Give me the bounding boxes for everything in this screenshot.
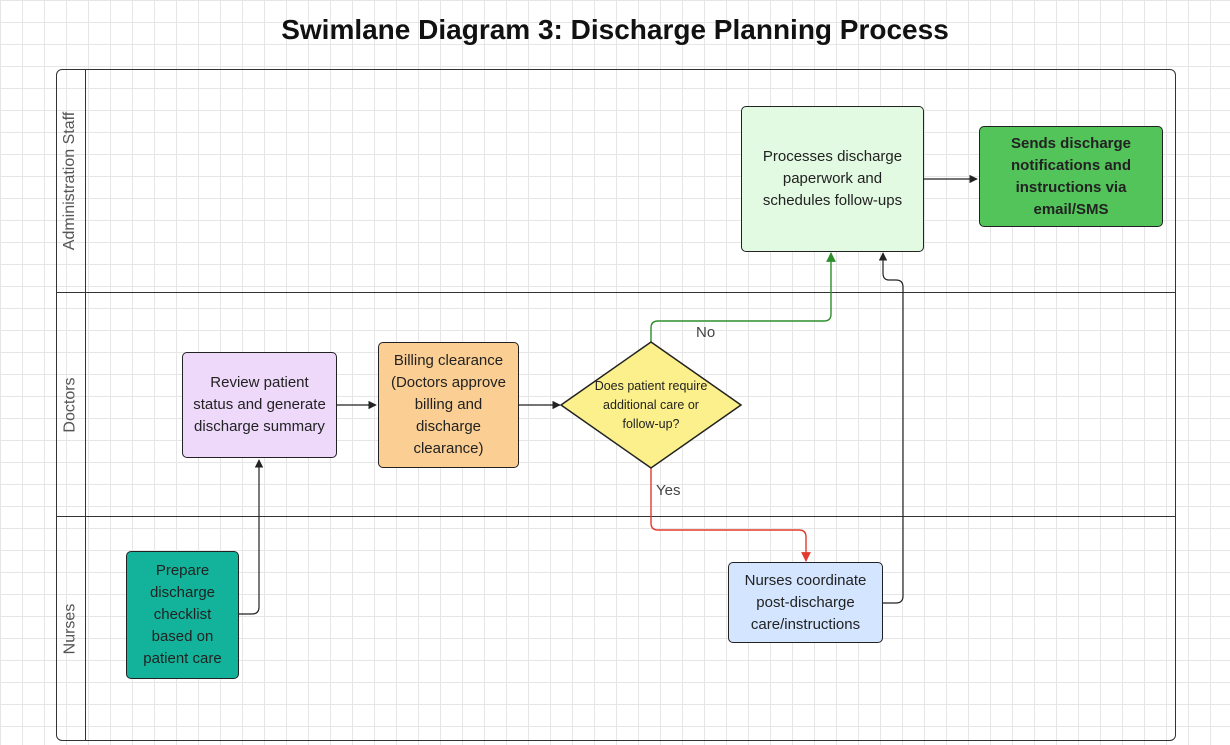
node-processes-paperwork-text: Processes discharge paperwork and schedu…	[762, 148, 903, 209]
node-billing-clearance-text: Billing clearance (Doctors approve billi…	[390, 352, 507, 457]
node-prepare-checklist-text: Prepare discharge checklist based on pat…	[143, 562, 222, 667]
node-nurses-coordinate-text: Nurses coordinate post-discharge care/in…	[744, 571, 867, 633]
edge-label-yes: Yes	[656, 482, 681, 499]
edge-prepare-to-review	[238, 459, 264, 615]
node-nurses-coordinate: Nurses coordinate post-discharge care/in…	[728, 562, 883, 643]
lane-divider-1	[56, 292, 1176, 293]
decision-node-text: Does patient require additional care or …	[594, 378, 708, 431]
edge-nurses-to-processes	[878, 252, 904, 604]
node-prepare-checklist: Prepare discharge checklist based on pat…	[126, 551, 239, 679]
decision-node: Does patient require additional care or …	[561, 342, 741, 468]
node-processes-paperwork: Processes discharge paperwork and schedu…	[741, 106, 924, 252]
node-billing-clearance: Billing clearance (Doctors approve billi…	[378, 342, 519, 468]
edge-decision-yes	[650, 468, 811, 562]
lane-header-divider	[85, 69, 86, 741]
page-title: Swimlane Diagram 3: Discharge Planning P…	[281, 14, 949, 45]
swimlane-frame	[56, 69, 1176, 741]
node-sends-notifications: Sends discharge notifications and instru…	[979, 126, 1163, 227]
lane-divider-2	[56, 516, 1176, 517]
edge-decision-no	[650, 252, 836, 342]
node-review-patient-status: Review patient status and generate disch…	[182, 352, 337, 458]
edge-label-no: No	[696, 324, 716, 341]
node-review-patient-status-text: Review patient status and generate disch…	[193, 374, 326, 435]
node-sends-notifications-text: Sends discharge notifications and instru…	[1010, 134, 1132, 218]
decision-diamond	[559, 341, 743, 469]
